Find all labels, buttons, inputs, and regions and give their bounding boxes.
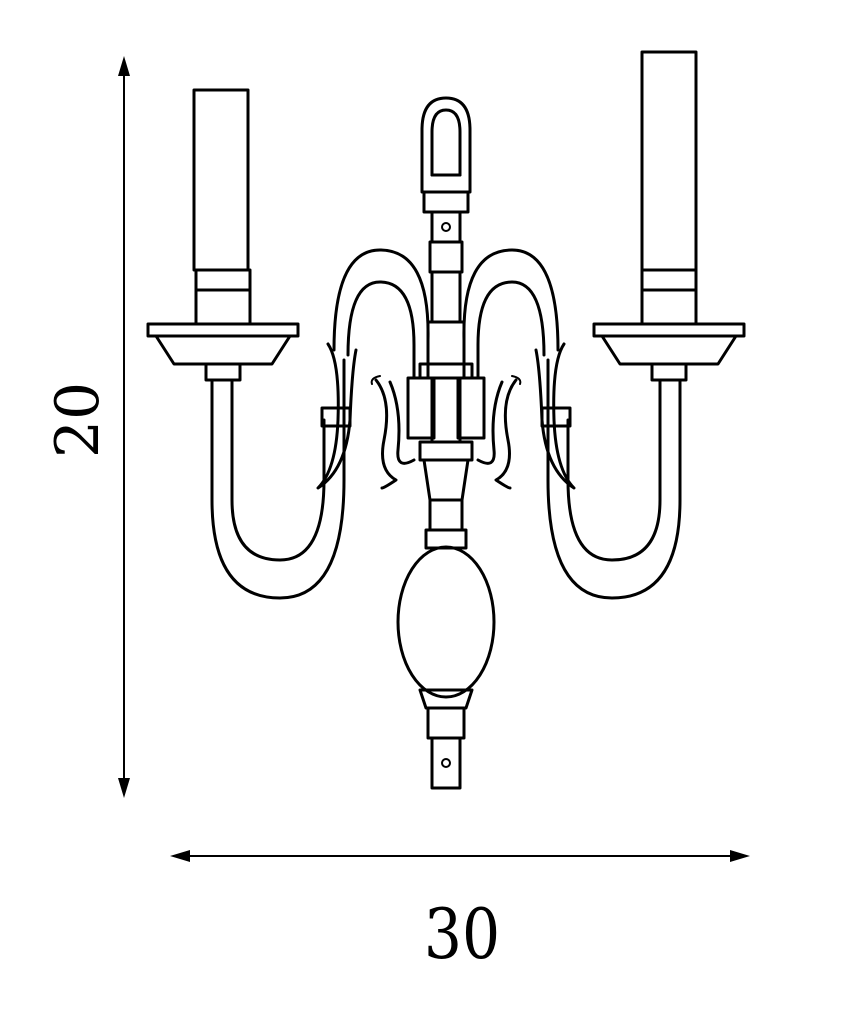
height-dimension-line — [118, 56, 130, 798]
height-dimension-label: 20 — [43, 381, 113, 459]
width-dimension-line — [170, 850, 750, 862]
width-dimension-label: 30 — [423, 894, 501, 976]
left-arm — [146, 88, 430, 600]
right-arm — [462, 50, 746, 600]
central-column — [396, 96, 496, 790]
